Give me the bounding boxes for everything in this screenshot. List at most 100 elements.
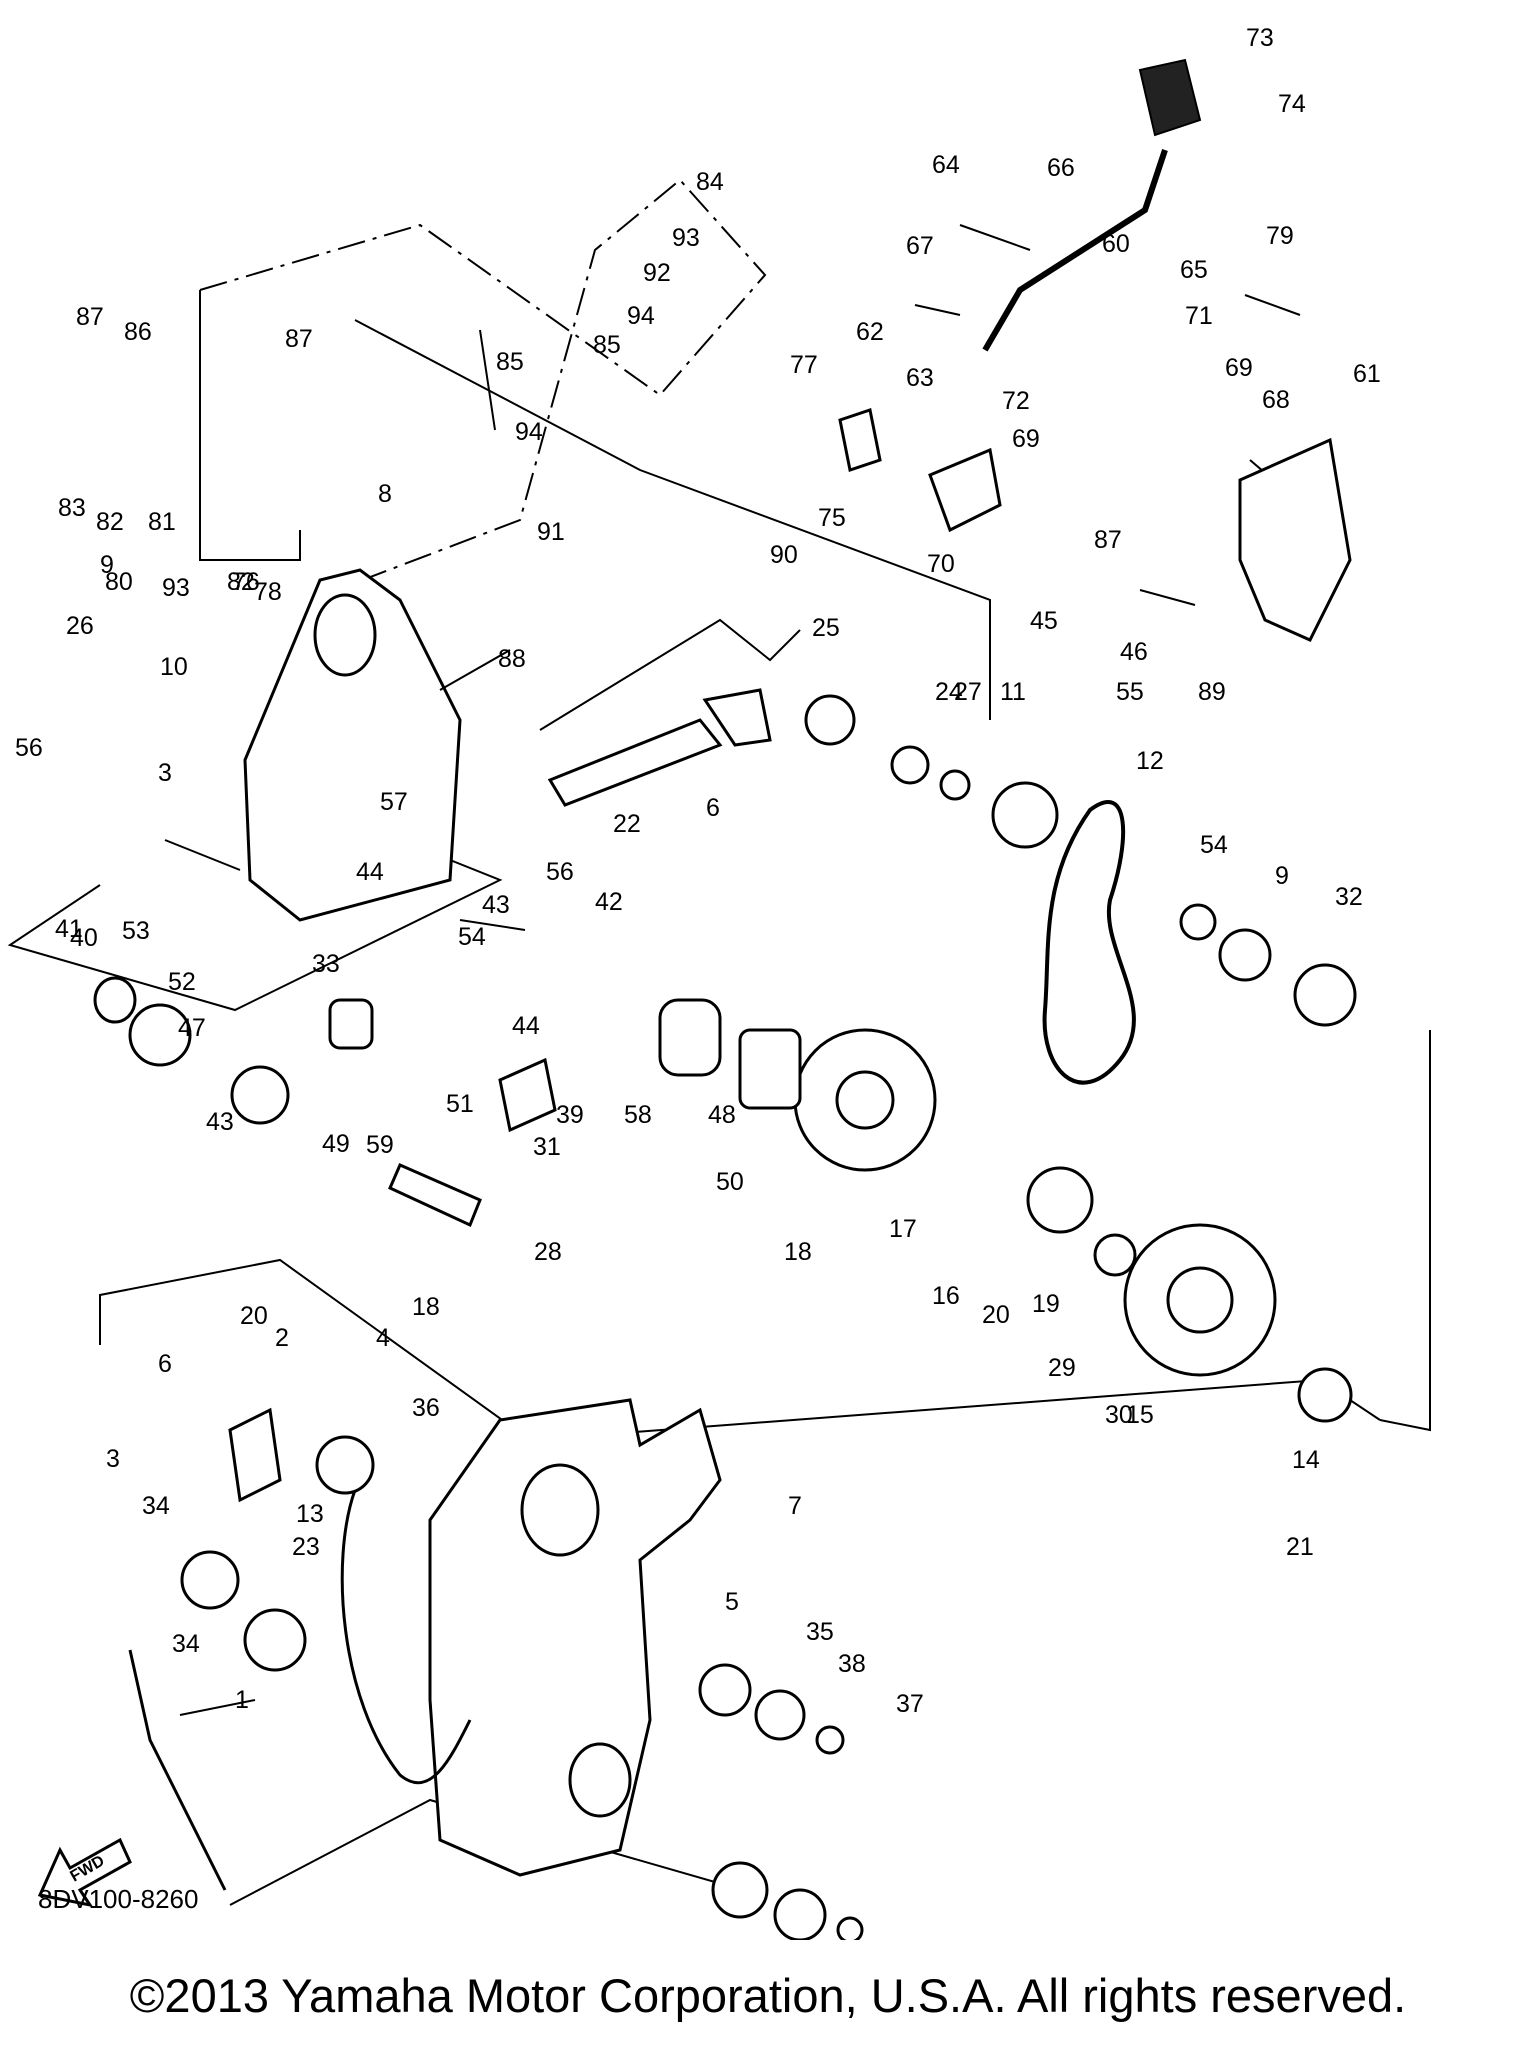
callout: 25 bbox=[812, 614, 840, 642]
callout: 62 bbox=[856, 318, 884, 346]
chain bbox=[340, 1489, 472, 1785]
callout: 38 bbox=[838, 1650, 866, 1678]
callout: 35 bbox=[806, 1618, 834, 1646]
callout: 83 bbox=[58, 494, 86, 522]
callout: 85 bbox=[496, 348, 524, 376]
spring-52 bbox=[658, 998, 722, 1077]
callout: 29 bbox=[1048, 1354, 1076, 1382]
callout: 3 bbox=[106, 1445, 120, 1473]
callout: 20 bbox=[982, 1301, 1010, 1329]
callout: 34 bbox=[172, 1630, 200, 1658]
callout: 22 bbox=[613, 810, 641, 838]
callout: 10 bbox=[160, 653, 188, 681]
callout: 60 bbox=[1102, 230, 1130, 258]
callout: 92 bbox=[643, 259, 671, 287]
shift-bracket bbox=[1238, 437, 1352, 642]
callout: 69 bbox=[1225, 354, 1253, 382]
callout: 56 bbox=[15, 734, 43, 762]
callout: 44 bbox=[356, 858, 384, 886]
callout: 40 bbox=[70, 924, 98, 952]
callout: 6 bbox=[706, 794, 720, 822]
callout: 42 bbox=[595, 888, 623, 916]
callout: 44 bbox=[512, 1012, 540, 1040]
shaft-39 bbox=[388, 1163, 482, 1228]
callout: 80 bbox=[105, 568, 133, 596]
callout: 69 bbox=[1012, 425, 1040, 453]
callout: 20 bbox=[240, 1302, 268, 1330]
callout: 52 bbox=[168, 968, 196, 996]
callout: 14 bbox=[1292, 1446, 1320, 1474]
callout: 11 bbox=[1000, 678, 1026, 706]
callout: 47 bbox=[178, 1014, 206, 1042]
callout: 50 bbox=[716, 1168, 744, 1196]
callout: 6 bbox=[158, 1350, 172, 1378]
callout: 75 bbox=[818, 504, 846, 532]
callout: 45 bbox=[1030, 607, 1058, 635]
callout: 54 bbox=[1200, 831, 1228, 859]
callout: 64 bbox=[932, 151, 960, 179]
callout: 58 bbox=[624, 1101, 652, 1129]
callout: 53 bbox=[122, 917, 150, 945]
fwd-arrow bbox=[37, 1837, 132, 1908]
callout: 72 bbox=[1002, 387, 1030, 415]
callout: 30 bbox=[1105, 1401, 1133, 1429]
sleeve-47 bbox=[738, 1028, 802, 1110]
callout: 18 bbox=[412, 1293, 440, 1321]
callout: 36 bbox=[412, 1394, 440, 1422]
callout: 59 bbox=[366, 1131, 394, 1159]
callout: 76 bbox=[232, 568, 260, 596]
callout: 51 bbox=[446, 1090, 474, 1118]
callout: 1 bbox=[235, 1686, 249, 1714]
callout: 28 bbox=[534, 1238, 562, 1266]
shift-lever bbox=[982, 149, 1168, 352]
callout: 87 bbox=[285, 325, 313, 353]
callout: 87 bbox=[76, 303, 104, 331]
callouts: 73 74 84 64 66 93 92 60 65 79 67 87 86 8… bbox=[15, 24, 1381, 1718]
parts bbox=[37, 58, 1357, 1940]
callout: 9 bbox=[1275, 862, 1289, 890]
callout: 17 bbox=[889, 1215, 917, 1243]
callout: 19 bbox=[1032, 1290, 1060, 1318]
callout: 4 bbox=[376, 1324, 390, 1352]
callout: 88 bbox=[498, 645, 526, 673]
callout: 82 bbox=[227, 568, 255, 596]
callout: 94 bbox=[627, 302, 655, 330]
main-case bbox=[428, 1398, 722, 1877]
callout: 3 bbox=[158, 759, 172, 787]
callout: 54 bbox=[458, 923, 486, 951]
callout: 48 bbox=[708, 1101, 736, 1129]
callout: 26 bbox=[66, 612, 94, 640]
gear-42 bbox=[128, 1003, 192, 1067]
callout: 12 bbox=[1136, 747, 1164, 775]
callout: 41 bbox=[55, 915, 83, 943]
shaft-55 bbox=[547, 718, 723, 807]
document-code: 8DV100-8260 bbox=[38, 1884, 199, 1914]
callout: 81 bbox=[148, 508, 176, 536]
callout: 46 bbox=[1120, 638, 1148, 666]
callout: 84 bbox=[696, 168, 724, 196]
callout: 73 bbox=[1246, 24, 1274, 52]
callout: 21 bbox=[1286, 1533, 1314, 1561]
callout: 91 bbox=[537, 518, 565, 546]
callout: 37 bbox=[896, 1690, 924, 1718]
callout: 93 bbox=[162, 574, 190, 602]
callout: 90 bbox=[770, 541, 798, 569]
callout: 74 bbox=[1278, 90, 1306, 118]
callout: 39 bbox=[556, 1101, 584, 1129]
callout: 15 bbox=[1126, 1401, 1154, 1429]
gear-24 bbox=[991, 781, 1059, 849]
callout: 43 bbox=[482, 891, 510, 919]
callout: 13 bbox=[296, 1500, 324, 1528]
callout: 94 bbox=[515, 418, 543, 446]
shift-knob bbox=[1138, 58, 1202, 137]
callout: 16 bbox=[932, 1282, 960, 1310]
callout: 31 bbox=[533, 1133, 561, 1161]
callout: 34 bbox=[142, 1492, 170, 1520]
callout: 55 bbox=[1116, 678, 1144, 706]
callout: 2 bbox=[275, 1324, 289, 1352]
callout: 5 bbox=[725, 1588, 739, 1616]
callout: 70 bbox=[927, 550, 955, 578]
callout: 57 bbox=[380, 788, 408, 816]
callout: 7 bbox=[788, 1492, 802, 1520]
callout: 86 bbox=[124, 318, 152, 346]
